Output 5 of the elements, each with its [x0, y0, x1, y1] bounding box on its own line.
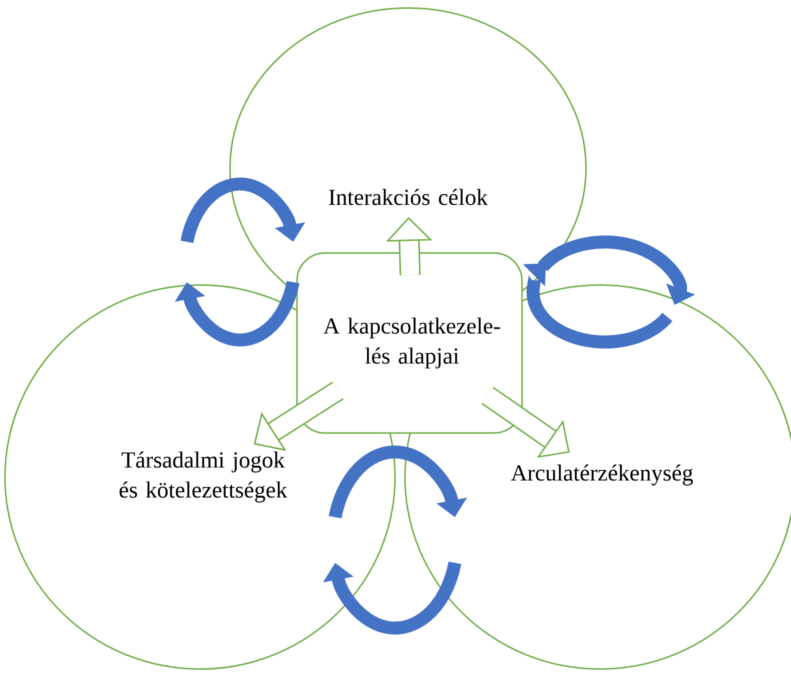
block-arrow — [482, 386, 570, 458]
rounded-box: A kapcsolatkezele- lés alapjai — [296, 252, 523, 434]
block-arrow — [254, 382, 344, 451]
curved-arrow — [523, 263, 672, 348]
curved-arrow — [180, 178, 306, 244]
